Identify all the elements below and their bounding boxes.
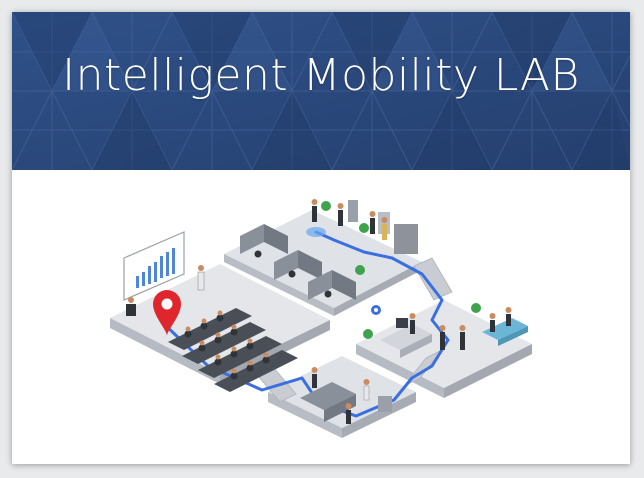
presentation-board [123, 231, 185, 301]
geometric-pattern [12, 12, 630, 170]
lab-card: Intelligent Mobility LAB [12, 12, 630, 464]
mobility-path [160, 230, 450, 418]
office-workstations [240, 199, 418, 300]
title-banner: Intelligent Mobility LAB [12, 12, 630, 170]
page-title: Intelligent Mobility LAB [62, 50, 580, 101]
reception-area [363, 303, 528, 358]
location-pin-icon [153, 290, 181, 336]
office-isometric-illustration [110, 199, 532, 438]
bottom-office [300, 367, 392, 424]
conference-audience [126, 265, 298, 392]
